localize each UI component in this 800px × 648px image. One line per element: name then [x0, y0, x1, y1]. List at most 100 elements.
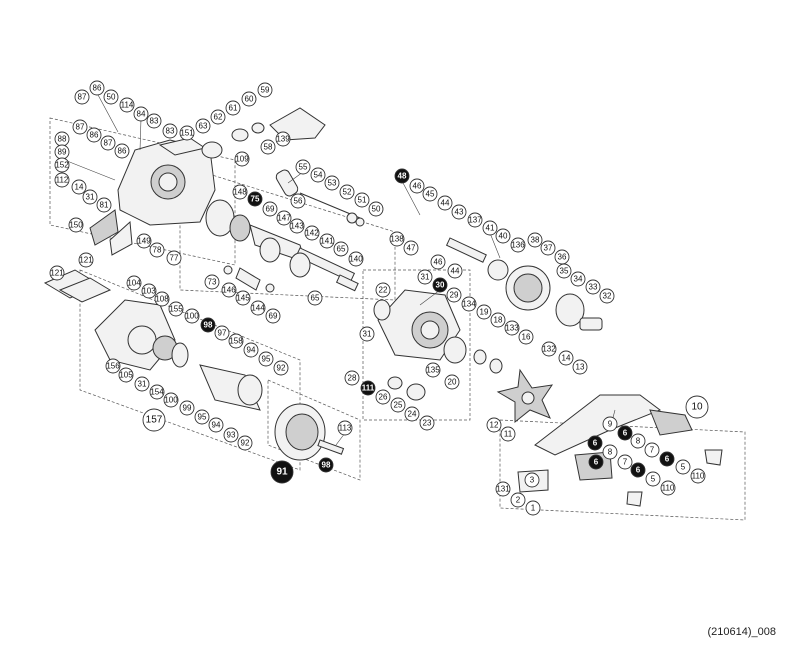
part-number-label: 91 [276, 467, 288, 478]
part-number-label: 110 [692, 472, 705, 481]
part-number-callout: 109 [234, 151, 250, 167]
part-number-callout: 30 [432, 277, 448, 293]
part-number-callout: 110 [690, 468, 706, 484]
part-number-callout: 35 [556, 263, 572, 279]
part-number-callout: 140 [348, 251, 364, 267]
part-number-label: 89 [58, 148, 67, 157]
part-number-label: 111 [362, 384, 375, 393]
part-number-label: 45 [426, 190, 435, 199]
part-number-callout: 112 [54, 172, 70, 188]
part-number-callout: 29 [446, 287, 462, 303]
part-number-label: 46 [434, 258, 443, 267]
cast-control-part [201, 107, 326, 159]
part-number-callout: 23 [419, 415, 435, 431]
star-drag-part [496, 368, 554, 424]
part-number-callout: 58 [260, 139, 276, 155]
part-number-callout: 134 [461, 296, 477, 312]
part-number-label: 140 [349, 255, 363, 264]
part-number-label: 157 [146, 415, 163, 426]
part-number-callout: 121 [49, 265, 65, 281]
part-number-label: 100 [185, 312, 199, 321]
part-number-label: 87 [76, 123, 85, 132]
part-number-callout: 73 [204, 274, 220, 290]
part-number-callout: 149 [136, 233, 152, 249]
part-number-label: 94 [247, 346, 256, 355]
part-number-label: 150 [69, 221, 83, 230]
part-number-callout: 87 [74, 89, 90, 105]
part-number-label: 25 [394, 401, 403, 410]
side-cover-part [94, 299, 263, 411]
part-number-callout: 135 [425, 362, 441, 378]
part-number-callout: 65 [333, 241, 349, 257]
part-number-label: 99 [183, 404, 192, 413]
part-number-callout: 132 [541, 341, 557, 357]
part-number-callout: 87 [100, 135, 116, 151]
part-number-callout: 6 [587, 435, 603, 451]
part-number-callout: 151 [179, 125, 195, 141]
part-number-label: 87 [104, 139, 113, 148]
part-number-label: 3 [530, 476, 535, 485]
part-number-callout: 6 [588, 454, 604, 470]
part-number-label: 30 [436, 281, 445, 290]
part-number-callout: 10 [685, 395, 709, 419]
part-number-callout: 114 [119, 97, 135, 113]
part-number-label: 61 [229, 104, 238, 113]
part-number-label: 98 [204, 321, 213, 330]
part-number-callout: 46 [409, 178, 425, 194]
part-number-callout: 78 [149, 242, 165, 258]
part-number-label: 11 [504, 430, 513, 439]
part-number-label: 6 [623, 429, 628, 438]
part-number-label: 94 [212, 421, 221, 430]
part-number-callout: 95 [194, 409, 210, 425]
part-number-callout: 41 [482, 220, 498, 236]
part-number-callout: 46 [430, 254, 446, 270]
part-number-callout: 14 [71, 179, 87, 195]
part-number-label: 104 [127, 279, 141, 288]
part-number-label: 56 [294, 197, 303, 206]
part-number-label: 31 [86, 193, 95, 202]
part-number-callout: 100 [163, 392, 179, 408]
part-number-label: 155 [169, 305, 183, 314]
part-number-callout: 60 [241, 91, 257, 107]
part-number-callout: 110 [660, 480, 676, 496]
part-number-callout: 5 [645, 471, 661, 487]
part-number-label: 75 [251, 195, 260, 204]
part-number-label: 146 [222, 286, 236, 295]
part-number-callout: 7 [617, 454, 633, 470]
part-number-label: 105 [119, 371, 133, 380]
part-number-callout: 98 [318, 457, 334, 473]
part-number-callout: 31 [82, 189, 98, 205]
part-number-label: 12 [490, 421, 499, 430]
part-number-callout: 12 [486, 417, 502, 433]
part-number-callout: 44 [447, 263, 463, 279]
part-number-label: 38 [531, 236, 540, 245]
part-number-label: 136 [511, 241, 525, 250]
part-number-callout: 131 [495, 481, 511, 497]
part-number-label: 92 [277, 364, 286, 373]
part-number-label: 44 [451, 267, 460, 276]
part-number-label: 24 [408, 410, 417, 419]
part-number-label: 93 [227, 431, 236, 440]
part-number-callout: 86 [89, 80, 105, 96]
drive-washer-part [387, 336, 503, 401]
part-number-callout: 33 [585, 279, 601, 295]
part-number-callout: 6 [659, 451, 675, 467]
part-number-callout: 144 [250, 300, 266, 316]
part-number-callout: 143 [289, 218, 305, 234]
part-number-callout: 86 [86, 127, 102, 143]
part-number-callout: 7 [644, 442, 660, 458]
part-number-callout: 2 [510, 492, 526, 508]
part-number-callout: 95 [258, 351, 274, 367]
part-number-label: 131 [496, 485, 510, 494]
part-number-label: 8 [608, 448, 613, 457]
part-number-label: 151 [180, 129, 194, 138]
part-number-callout: 20 [444, 374, 460, 390]
part-number-label: 86 [93, 84, 102, 93]
part-number-callout: 37 [540, 240, 556, 256]
part-number-callout: 145 [235, 290, 251, 306]
part-number-label: 43 [455, 208, 464, 217]
part-number-label: 103 [142, 287, 156, 296]
part-number-label: 69 [269, 312, 278, 321]
part-number-label: 28 [348, 374, 357, 383]
part-number-callout: 8 [630, 433, 646, 449]
